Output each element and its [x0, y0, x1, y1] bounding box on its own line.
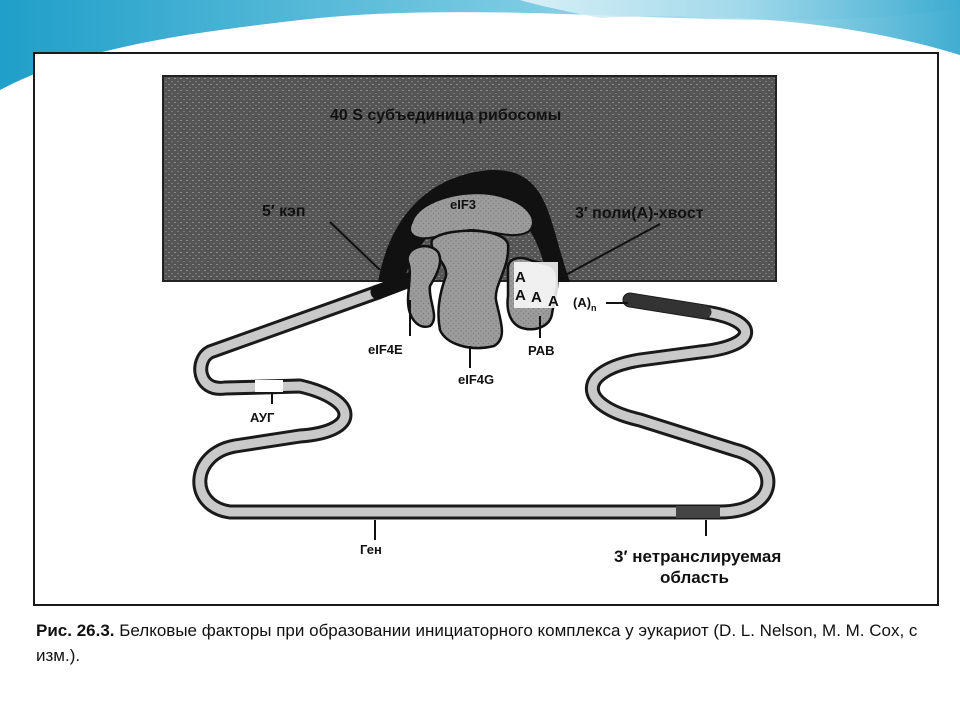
poly-a-n-label: (A)n [573, 295, 597, 313]
mrna-inner [195, 287, 773, 517]
eif4g-factor [430, 229, 510, 350]
poly-a-n-base: (A) [573, 295, 591, 310]
mrna-poly-a-segment [623, 293, 712, 319]
pab-label: PAB [528, 343, 554, 358]
eif3-label: eIF3 [450, 197, 476, 212]
eif4g-label: eIF4G [458, 372, 494, 387]
top-right-wave [520, 0, 960, 55]
left-cap-label: 5′ кэп [262, 203, 305, 220]
eif4e-factor [406, 244, 442, 329]
left-cap-pointer [329, 221, 381, 271]
utr-label-line2: область [660, 568, 729, 587]
aug-site [255, 380, 283, 392]
poly-a-tail-pointer [559, 223, 661, 279]
utr-label-line1: 3′ нетранслируемая [614, 547, 781, 566]
poly-a-letters: A A A A [514, 262, 559, 310]
poly-a-n-sub: n [591, 303, 597, 313]
poly-a-tail-label: 3′ поли(А)-хвост [575, 205, 704, 222]
poly-a-letter-2: A [515, 287, 526, 304]
poly-a-letter-1: A [515, 269, 526, 286]
top-left-wave [0, 0, 960, 90]
caption-text: Белковые факторы при образовании инициат… [36, 621, 918, 665]
poly-a-letter-4: A [548, 293, 559, 310]
eif3-dark-arch [378, 169, 570, 282]
figure-caption: Рис. 26.3. Белковые факторы при образова… [36, 618, 936, 668]
figure-number: Рис. 26.3. [36, 621, 115, 640]
gene-label: Ген [360, 542, 382, 557]
aug-label: АУГ [250, 410, 275, 425]
ribosome-title: 40 S субъединица рибосомы [330, 107, 561, 124]
eif4e-label: eIF4E [368, 342, 403, 357]
poly-a-letter-3: A [531, 289, 542, 306]
eif3-factor [409, 192, 534, 240]
